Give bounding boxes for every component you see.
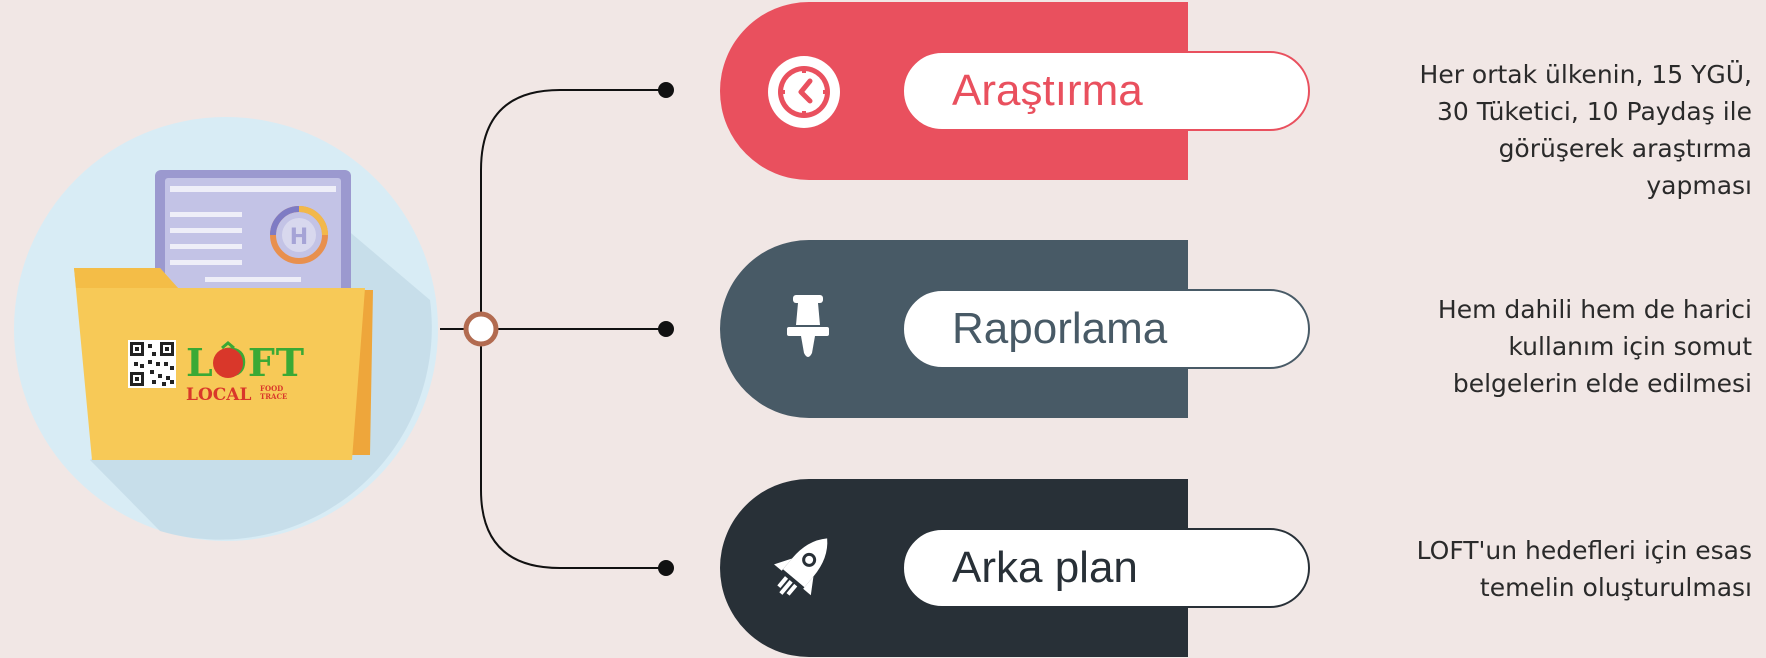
loft-logo: LOFT LOCAL FOOD TRACE bbox=[186, 340, 305, 405]
connector-dot-3 bbox=[658, 560, 674, 576]
pushpin-icon bbox=[787, 295, 829, 357]
logo-food: FOOD bbox=[260, 384, 283, 393]
step-title-label: Raporlama bbox=[952, 304, 1168, 353]
rocket-icon bbox=[774, 538, 828, 596]
logo-line2: LOCAL bbox=[186, 385, 251, 405]
qr-code bbox=[128, 340, 176, 388]
step-title-arastirma: Araştırma bbox=[902, 51, 1310, 131]
document-badge-letter: H bbox=[290, 225, 308, 250]
tomato-icon bbox=[213, 348, 243, 378]
clock-icon bbox=[768, 56, 840, 128]
step-description-raporlama: Hem dahili hem de harici kullanım için s… bbox=[1437, 295, 1752, 398]
logo-brand: LOFT bbox=[186, 340, 305, 385]
connector-dot-2 bbox=[658, 321, 674, 337]
step-title-label: Araştırma bbox=[952, 66, 1143, 115]
step-title-arka-plan: Arka plan bbox=[902, 528, 1310, 608]
connector-hub bbox=[463, 311, 499, 347]
step-description-arastirma: Her ortak ülkenin, 15 YGÜ, 30 Tüketici, … bbox=[1419, 60, 1752, 200]
connector-dot-1 bbox=[658, 82, 674, 98]
step-title-label: Arka plan bbox=[952, 543, 1138, 592]
logo-trace: TRACE bbox=[260, 392, 287, 401]
step-description-arka-plan: LOFT'un hedefleri için esas temelin oluş… bbox=[1416, 536, 1752, 602]
step-title-raporlama: Raporlama bbox=[902, 289, 1310, 369]
